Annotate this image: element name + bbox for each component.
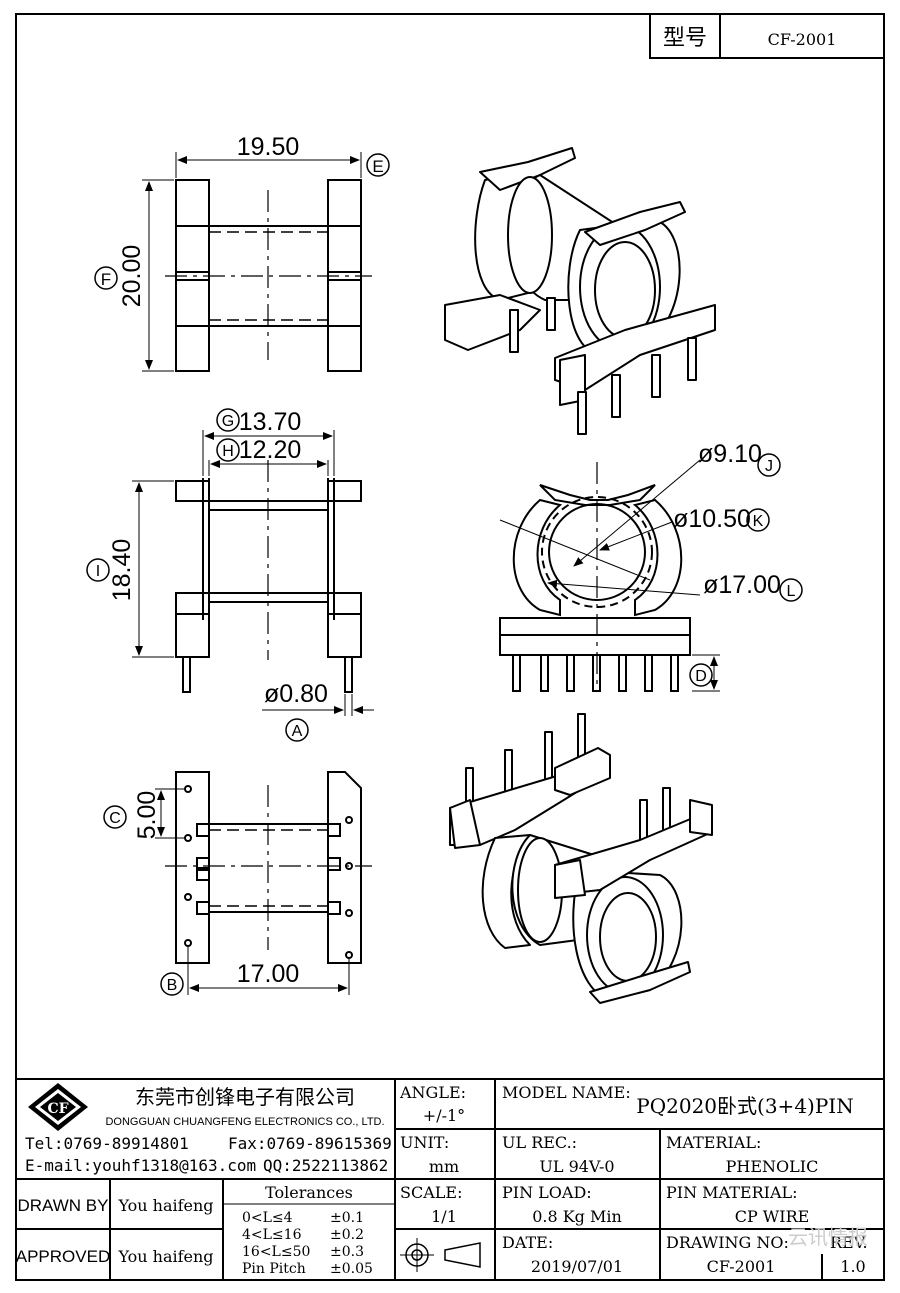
scale-label: SCALE:: [400, 1183, 462, 1202]
date-label: DATE:: [502, 1233, 553, 1252]
dim-width-outer: 13.70: [239, 408, 302, 436]
tag-l: L: [787, 583, 796, 600]
tel: Tel:0769-89914801: [25, 1134, 189, 1153]
tag-k: K: [753, 513, 764, 530]
email: E-mail:youhf1318@163.com: [25, 1156, 256, 1175]
date-value: 2019/07/01: [531, 1257, 623, 1276]
material-label: MATERIAL:: [666, 1133, 761, 1152]
drawn-by-value: You haifeng: [117, 1196, 213, 1215]
top-view: [94, 152, 390, 372]
dim-pin-dia: ø0.80: [264, 680, 328, 708]
title-block: [16, 1078, 884, 1280]
tag-a: A: [292, 723, 303, 740]
tolerance-value: ±0.05: [330, 1261, 373, 1277]
tag-j: J: [765, 458, 773, 475]
pin-load-label: PIN LOAD:: [502, 1183, 592, 1202]
dim-width-top: 19.50: [237, 133, 300, 161]
dim-height-side: 18.40: [108, 539, 136, 602]
dim-width-inner: 12.20: [239, 436, 302, 464]
tag-b: B: [167, 977, 178, 994]
tolerance-range: 4<L≤16: [242, 1227, 302, 1243]
iso-view-bottom: [449, 713, 713, 1004]
tag-h: H: [222, 443, 234, 460]
tolerance-range: 16<L≤50: [242, 1244, 310, 1260]
material-value: PHENOLIC: [726, 1157, 819, 1176]
qq: QQ:2522113862: [263, 1156, 388, 1175]
dim-inner-dia: ø10.50: [673, 505, 751, 533]
model-name-label: MODEL NAME:: [502, 1083, 631, 1102]
model-value: CF-2001: [768, 30, 837, 49]
pin-material-value: CP WIRE: [735, 1207, 810, 1226]
angle-label: ANGLE:: [399, 1083, 466, 1102]
tolerance-value: ±0.1: [330, 1210, 364, 1226]
model-label: 型号: [663, 26, 707, 51]
pin-load-value: 0.8 Kg Min: [532, 1207, 622, 1226]
fax: Fax:0769-89615369: [228, 1134, 392, 1153]
dim-pin-pitch: 5.00: [133, 791, 161, 840]
tag-i: I: [96, 563, 100, 580]
rev-label: REV.: [830, 1233, 868, 1252]
tolerance-value: ±0.2: [330, 1227, 364, 1243]
dim-row-span: 17.00: [237, 960, 300, 988]
drawn-by-label: DRAWN BY: [18, 1196, 109, 1215]
drawing-no-label: DRAWING NO:: [666, 1233, 789, 1252]
iso-view-top: [444, 147, 716, 435]
tag-d: D: [695, 668, 707, 685]
watermark: 云讯情报: [788, 1225, 868, 1249]
company-en: DONGGUAN CHUANGFENG ELECTRONICS CO., LTD…: [105, 1116, 384, 1128]
tag-g: G: [222, 413, 234, 430]
dim-bore-dia: ø9.10: [698, 440, 762, 468]
model-name-value: PQ2020卧式(3+4)PIN: [636, 1094, 853, 1118]
ul-label: UL REC.:: [502, 1133, 577, 1152]
sheet-border: [15, 13, 885, 1281]
rev-value: 1.0: [840, 1257, 865, 1276]
bottom-view: [103, 771, 372, 996]
company-cn: 东莞市创锋电子有限公司: [135, 1085, 355, 1109]
unit-value: mm: [429, 1157, 459, 1176]
unit-label: UNIT:: [400, 1133, 449, 1152]
pin-material-label: PIN MATERIAL:: [666, 1183, 798, 1202]
tolerance-range: Pin Pitch: [242, 1261, 306, 1277]
logo: CF: [47, 1101, 68, 1117]
dim-height-top: 20.00: [118, 245, 146, 308]
tag-e: E: [372, 157, 383, 176]
tag-c: C: [109, 810, 121, 827]
angle-value: +/-1°: [423, 1106, 465, 1125]
drawing-no-value: CF-2001: [707, 1257, 776, 1276]
dim-flange-dia: ø17.00: [703, 571, 781, 599]
front-view: [86, 408, 374, 742]
tolerance-range: 0<L≤4: [242, 1210, 293, 1226]
ul-value: UL 94V-0: [539, 1157, 614, 1176]
scale-value: 1/1: [431, 1207, 457, 1226]
tolerance-value: ±0.3: [330, 1244, 364, 1260]
model-header-box: 型号 CF-2001: [649, 13, 885, 59]
tolerances-title: Tolerances: [265, 1183, 353, 1202]
approved-value: You haifeng: [117, 1247, 213, 1266]
tag-f: F: [101, 270, 111, 289]
end-view: [499, 453, 803, 692]
approved-label: APPROVED: [16, 1247, 110, 1266]
